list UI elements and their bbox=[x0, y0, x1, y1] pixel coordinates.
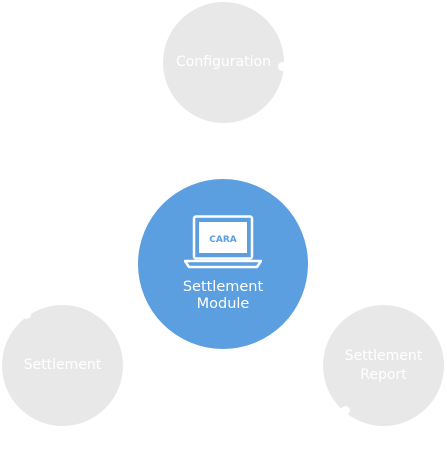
connector-notch bbox=[341, 406, 350, 415]
settlement-report-label-line1: Settlement bbox=[344, 347, 423, 364]
settlement-node: Settlement bbox=[2, 305, 123, 426]
cara-badge: CARA bbox=[209, 235, 237, 245]
connector-notch bbox=[278, 62, 287, 71]
settlement-label-line1: Settlement bbox=[23, 357, 102, 373]
connector-notch bbox=[22, 310, 31, 319]
settlement-report-label-line2: Report bbox=[360, 366, 407, 383]
settlement-module-label: Settlement Module bbox=[168, 279, 278, 313]
settlement-label: Settlement bbox=[13, 356, 113, 375]
settlement-module-label-line2: Module bbox=[196, 296, 250, 312]
laptop-icon: CARA bbox=[184, 215, 262, 269]
settlement-module-label-line1: Settlement bbox=[182, 279, 264, 295]
configuration-label-line1: Configuration bbox=[176, 54, 271, 70]
settlement-report-node: Settlement Report bbox=[323, 305, 444, 426]
settlement-report-label: Settlement Report bbox=[334, 347, 434, 385]
settlement-module-node: CARA Settlement Module bbox=[138, 179, 308, 349]
configuration-node: Configuration bbox=[163, 2, 287, 123]
configuration-label: Configuration bbox=[174, 53, 274, 72]
